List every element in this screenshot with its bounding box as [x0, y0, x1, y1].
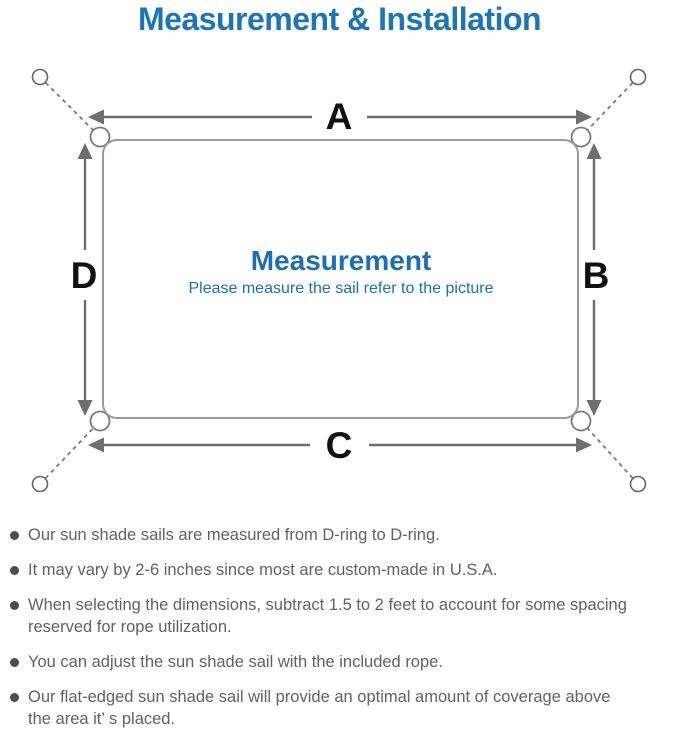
bullet-dot-icon — [10, 601, 19, 610]
rope-dashed-line-bottom-right — [579, 419, 639, 485]
note-text: When selecting the dimensions, subtract … — [28, 596, 627, 636]
dimension-label-a: A — [326, 96, 353, 137]
list-item: It may vary by 2-6 inches since most are… — [9, 559, 671, 581]
note-text: It may vary by 2-6 inches since most are… — [28, 561, 498, 579]
sail-outline — [102, 139, 579, 419]
dimension-arrow-a — [88, 109, 592, 125]
bullet-dot-icon — [10, 658, 19, 667]
anchor-point-circle-top-right — [629, 68, 647, 86]
note-text: Our flat-edged sun shade sail will provi… — [28, 688, 611, 728]
dimension-label-d: D — [71, 255, 98, 296]
d-ring-bottom-left — [89, 410, 111, 432]
measurement-diagram: A B C D Measurement Please measure the s… — [31, 68, 647, 493]
bullet-dot-icon — [10, 531, 19, 540]
rope-dashed-line-bottom-left — [39, 419, 102, 485]
rope-dashed-line-top-left — [39, 76, 102, 139]
dimension-arrow-c — [88, 437, 592, 453]
dimension-label-b: B — [583, 255, 610, 296]
notes-list: Our sun shade sails are measured from D-… — [9, 524, 671, 739]
d-ring-top-right — [570, 126, 592, 148]
anchor-point-circle-bottom-left — [31, 475, 49, 493]
dimension-label-c: C — [326, 425, 353, 466]
bullet-dot-icon — [10, 693, 19, 702]
list-item: Our flat-edged sun shade sail will provi… — [9, 686, 671, 730]
anchor-point-circle-bottom-right — [629, 475, 647, 493]
rope-dashed-line-top-right — [579, 76, 639, 139]
diagram-center-heading: Measurement — [251, 245, 432, 276]
list-item: You can adjust the sun shade sail with t… — [9, 651, 671, 673]
page-title: Measurement & Installation — [137, 1, 542, 37]
dimension-arrow-d — [77, 143, 93, 416]
d-ring-top-left — [89, 126, 111, 148]
bullet-dot-icon — [10, 566, 19, 575]
d-ring-bottom-right — [570, 410, 592, 432]
diagram-center-subheading: Please measure the sail refer to the pic… — [188, 280, 493, 297]
dimension-arrow-b — [586, 143, 602, 416]
list-item: When selecting the dimensions, subtract … — [9, 594, 671, 638]
note-text: Our sun shade sails are measured from D-… — [28, 526, 440, 544]
anchor-point-circle-top-left — [31, 68, 49, 86]
note-text: You can adjust the sun shade sail with t… — [28, 653, 443, 671]
list-item: Our sun shade sails are measured from D-… — [9, 524, 671, 546]
